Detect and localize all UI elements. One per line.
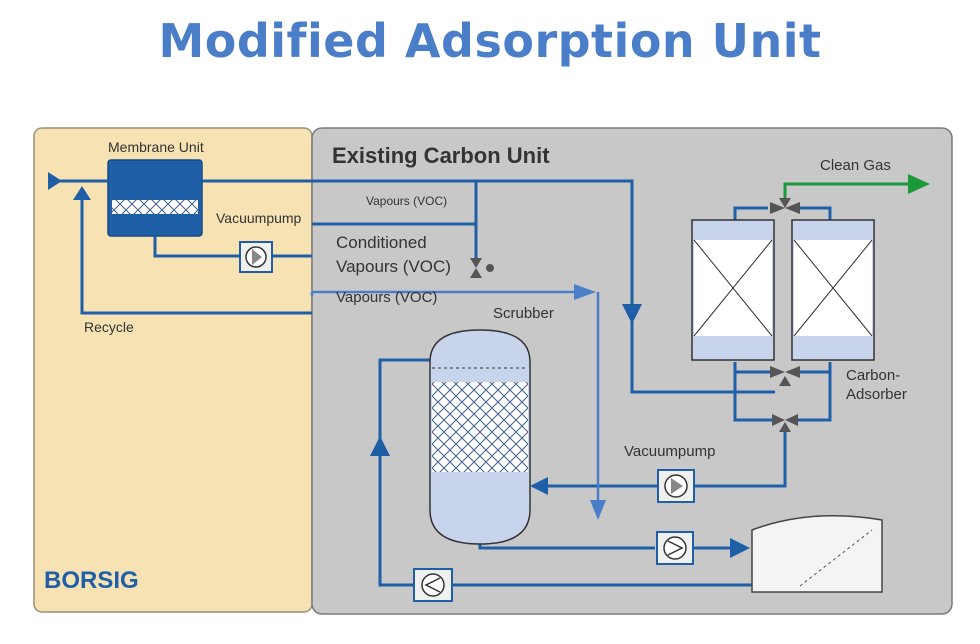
vapours-top-label: Vapours (VOC) bbox=[366, 194, 447, 208]
conditioned-label-line1: Conditioned bbox=[336, 233, 427, 252]
lower-vacuumpump-label: Vacuumpump bbox=[624, 443, 715, 460]
recycle-pump-icon bbox=[413, 568, 453, 602]
scrubber-column bbox=[429, 329, 531, 545]
modified-vapour-lines bbox=[310, 290, 600, 508]
membrane-unit bbox=[107, 159, 203, 237]
clean-gas-label: Clean Gas bbox=[820, 157, 891, 174]
down-arrow-vapours bbox=[590, 500, 606, 520]
tank-pump-icon bbox=[656, 531, 694, 565]
clean-gas-arrow bbox=[908, 174, 930, 194]
adsorber-low-valve-icon bbox=[772, 414, 798, 432]
vacuumpump-label: Vacuumpump bbox=[216, 210, 302, 226]
vapours-bottom-label: Vapours (VOC) bbox=[336, 289, 437, 306]
left-arrow-scrubber bbox=[530, 477, 548, 495]
carbon-adsorber-label-line2: Adsorber bbox=[846, 386, 907, 403]
carbon-adsorber-label-line1: Carbon- bbox=[846, 367, 900, 384]
recycle-label: Recycle bbox=[84, 319, 134, 335]
clean-gas-line bbox=[783, 182, 908, 198]
carbon-adsorber-right bbox=[791, 219, 875, 361]
carbon-adsorber-left bbox=[691, 219, 775, 361]
page-title: Modified Adsorption Unit bbox=[158, 14, 822, 68]
right-arrow-vapours bbox=[574, 284, 596, 300]
scrubber-label: Scrubber bbox=[493, 305, 554, 322]
recycle-arrow bbox=[73, 186, 91, 200]
membrane-unit-label: Membrane Unit bbox=[108, 139, 204, 155]
inlet-arrow bbox=[48, 172, 62, 190]
tank-arrow bbox=[730, 538, 750, 558]
conditioned-label-line2: Vapours (VOC) bbox=[336, 257, 451, 276]
borsig-logo: BORSIG bbox=[44, 567, 139, 594]
vacuumpump-icon bbox=[239, 241, 273, 273]
down-arrow-retentate bbox=[622, 304, 642, 324]
adsorber-top-valve-icon bbox=[770, 198, 800, 214]
up-arrow-recycle bbox=[370, 436, 390, 456]
valve-icon bbox=[470, 258, 494, 278]
adsorber-mid-valve-icon bbox=[770, 366, 800, 386]
storage-tank bbox=[751, 515, 883, 593]
existing-carbon-unit-title: Existing Carbon Unit bbox=[332, 143, 550, 168]
lower-vacuumpump-icon bbox=[657, 469, 695, 503]
